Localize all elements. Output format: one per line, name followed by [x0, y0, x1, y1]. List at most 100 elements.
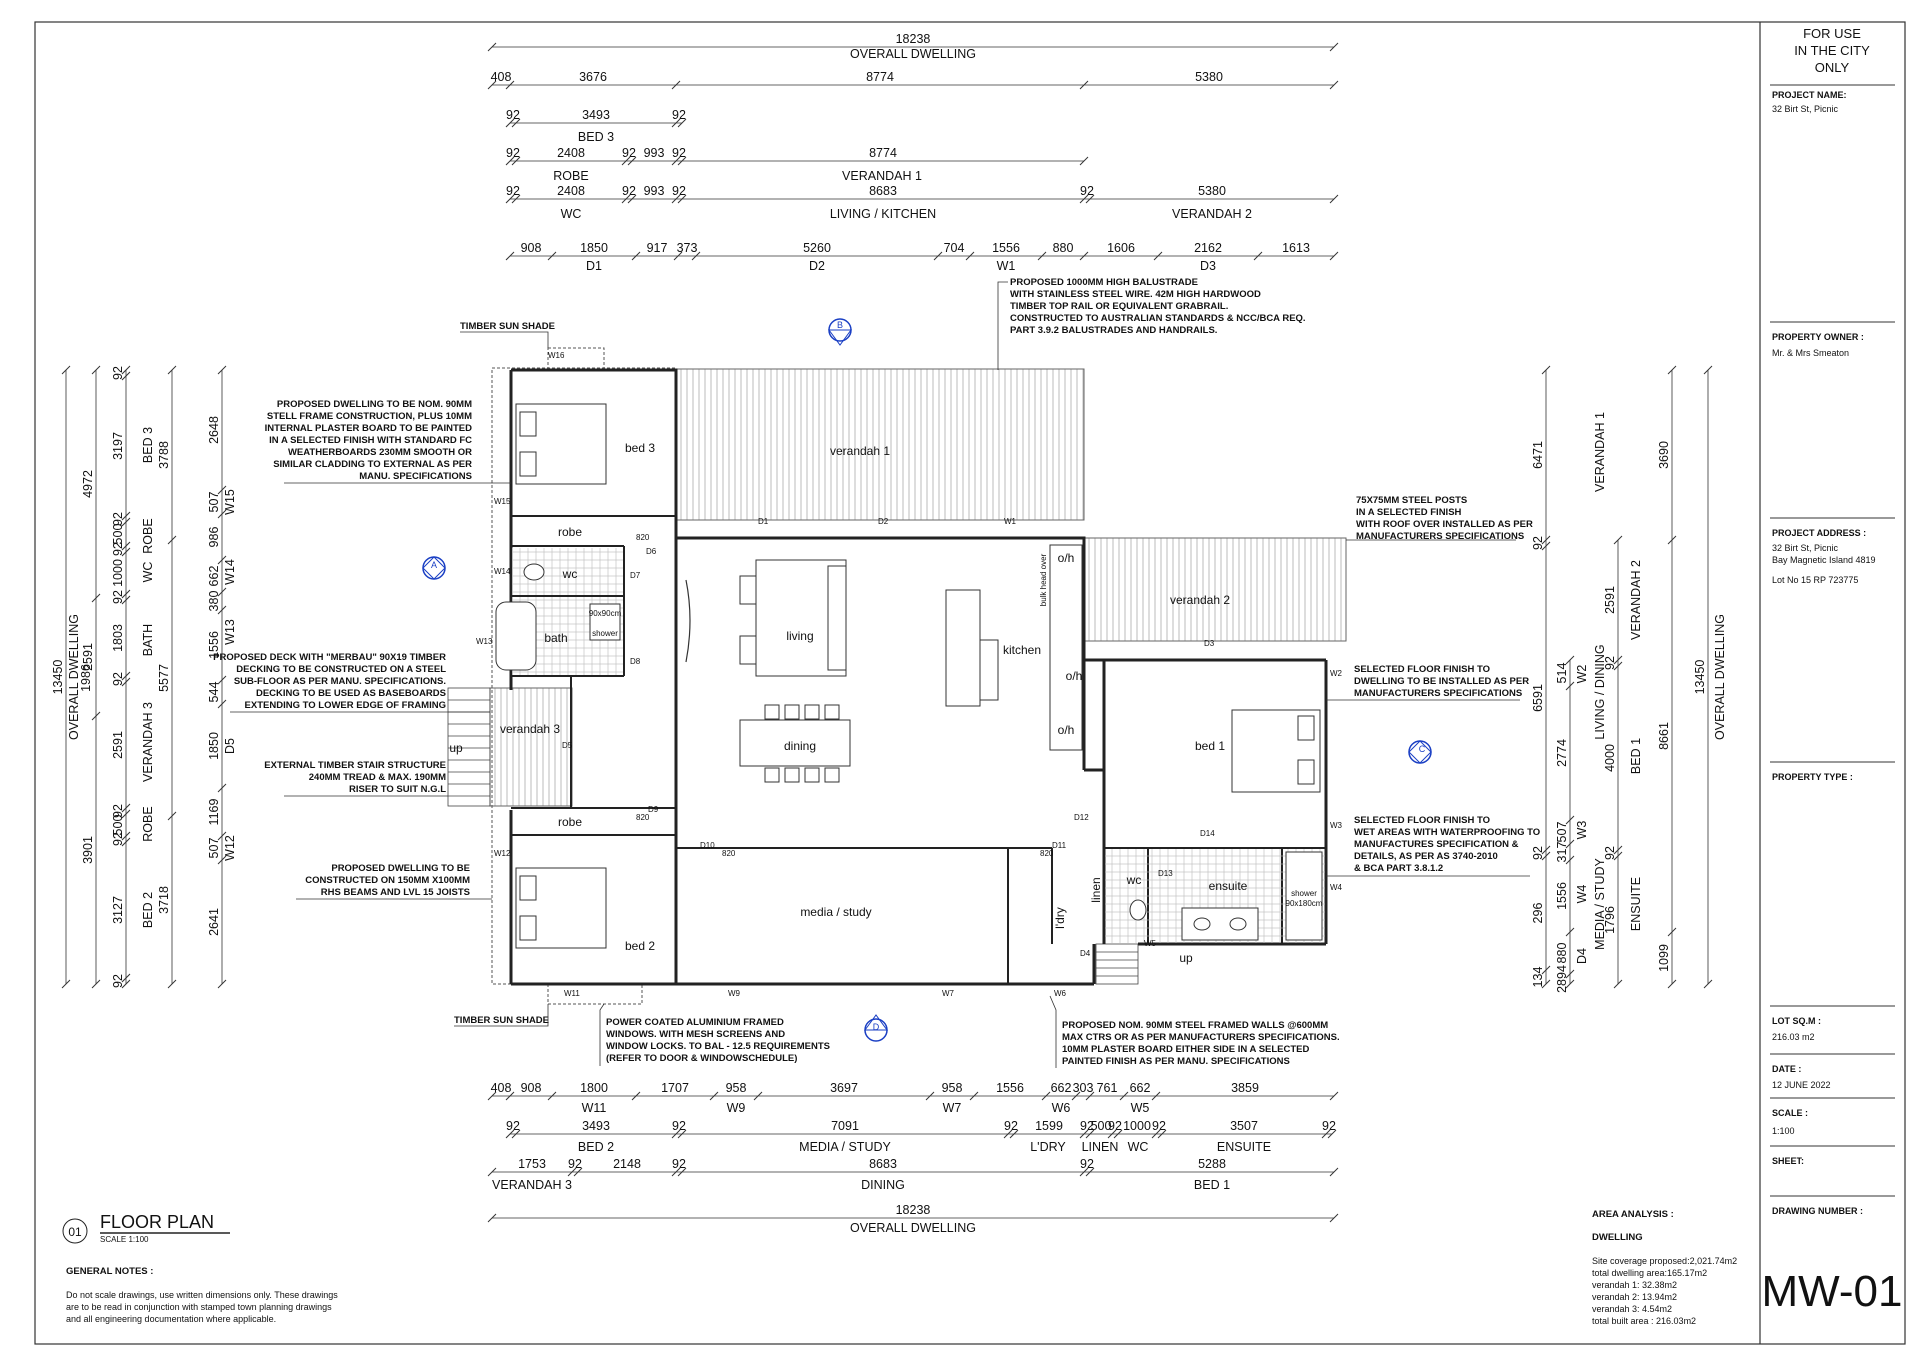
dim-top-r4-tick: [621, 156, 631, 166]
dim-right-c4-value: 92: [1603, 846, 1617, 860]
svg-text:MANUFACTURERS SPECIFICATIONS: MANUFACTURERS SPECIFICATIONS: [1356, 531, 1524, 542]
dim-left-c6-tick: [217, 587, 227, 597]
dim-left-c3-tick: [121, 809, 131, 819]
dim-top-r6-value: 908: [521, 241, 542, 255]
dim-top-r6-tick: [1253, 251, 1263, 261]
dining-table: [739, 719, 851, 767]
dim-top-r3-tick: [677, 118, 687, 128]
door-size-2: 820: [636, 813, 650, 822]
dim-left-c2-value: 3901: [81, 836, 95, 864]
dim-left-c2-value: 4972: [81, 470, 95, 498]
dim-top-r4-value: 92: [622, 146, 636, 160]
dim-right-c1-value: 92: [1531, 536, 1545, 550]
dim-top-r5-tick: [671, 194, 681, 204]
dim-top-r6-tick: [691, 251, 701, 261]
dim-right-c5-label: BED 1: [1629, 738, 1643, 774]
dim-right-c2-value: 317: [1555, 842, 1569, 863]
dim-top-r5-tick: [677, 194, 687, 204]
dim-bot-r2-tick: [505, 1129, 515, 1139]
dim-left-c5-tick: [167, 979, 177, 989]
dim-left-c3-tick: [121, 511, 131, 521]
dim-bot-r2-l2: MEDIA / STUDY: [799, 1140, 891, 1154]
dim-top-overall-tick: [1329, 42, 1339, 52]
svg-text:MANU. SPECIFICATIONS: MANU. SPECIFICATIONS: [359, 471, 472, 482]
svg-text:SELECTED FLOOR FINISH TO: SELECTED FLOOR FINISH TO: [1354, 815, 1490, 826]
dim-bot-r3-value: 92: [672, 1157, 686, 1171]
door-tag-d2: D2: [878, 517, 889, 526]
dim-left-c5-value: 3788: [157, 441, 171, 469]
dim-left-c6-value: 507: [207, 492, 221, 513]
dim-left-c3-tick: [121, 517, 131, 527]
dim-top-r3-tick: [511, 118, 521, 128]
dim-left-c6-tick: [217, 979, 227, 989]
dim-bot-r2-tick: [1151, 1129, 1161, 1139]
dim-left-c2-tick: [91, 593, 101, 603]
dim-left-c6-tick: [217, 699, 227, 709]
svg-text:IN A SELECTED FINISH WITH STAN: IN A SELECTED FINISH WITH STANDARD FC: [269, 435, 472, 446]
dim-top-r6-value: 2162: [1194, 241, 1222, 255]
dim-left-c5-tick: [167, 535, 177, 545]
window-tag-w9: W9: [728, 989, 741, 998]
area-line-1: Site coverage proposed:2,021.74m2: [1592, 1256, 1737, 1266]
dim-left-c1-value: 13450: [51, 660, 65, 695]
svg-text:DETAILS, AS PER AS 3740-2010: DETAILS, AS PER AS 3740-2010: [1354, 851, 1498, 862]
dim-bot-r1-value: 662: [1130, 1081, 1151, 1095]
dim-right-c1-tick: [1541, 845, 1551, 855]
dim-top-r6-tick: [1329, 251, 1339, 261]
dim-right-c2-tick: [1565, 681, 1575, 691]
dim-left-c1-tick: [61, 365, 71, 375]
dim-bot-r1-l1: W11: [582, 1101, 607, 1115]
dim-bot-r1-tick: [631, 1091, 641, 1101]
door-tag-d12: D12: [1074, 813, 1089, 822]
dim-left-c1-tick: [61, 979, 71, 989]
room-oh-2: o/h: [1066, 669, 1083, 683]
dim-right-c2-label: W4: [1575, 885, 1589, 904]
dim-bot-r1-tick: [925, 1091, 935, 1101]
dim-right-c7-tick: [1703, 365, 1713, 375]
room-bulkhead: bulk head over: [1039, 553, 1048, 606]
svg-text:MAX CTRS OR AS PER MANUFACTURE: MAX CTRS OR AS PER MANUFACTURERS SPECIFI…: [1062, 1032, 1340, 1043]
dim-right-c6-tick: [1667, 979, 1677, 989]
dim-top-r5-value: 92: [506, 184, 520, 198]
door-size-3: 820: [722, 849, 736, 858]
dim-bot-r1-value: 408: [491, 1081, 512, 1095]
room-oh-1: o/h: [1058, 551, 1075, 565]
dim-top-r5-value: 92: [1080, 184, 1094, 198]
drawing-number-label: DRAWING NUMBER :: [1772, 1206, 1863, 1216]
dim-bot-r1-value: 958: [726, 1081, 747, 1095]
area-analysis-sub: DWELLING: [1592, 1232, 1643, 1243]
window-tag-w6: W6: [1054, 989, 1067, 998]
floor-plan: [447, 347, 1347, 1005]
dim-bot-r2-value: 92: [1152, 1119, 1166, 1133]
dim-right-c1-value: 6591: [1531, 684, 1545, 712]
room-shower-small-size: 90x90cm: [589, 609, 622, 618]
dim-top-r2-value: 5380: [1195, 70, 1223, 84]
dim-left-c4-label: WC: [141, 562, 155, 583]
note-floor2: SELECTED FLOOR FINISH TO WET AREAS WITH …: [1326, 815, 1540, 877]
dim-right-c6-value: 3690: [1657, 441, 1671, 469]
room-dining: dining: [784, 739, 816, 753]
dim-bot-r2-l5: WC: [1128, 1140, 1149, 1154]
dim-left-c6-tick: [217, 675, 227, 685]
dim-left-c6-value: 380: [207, 591, 221, 612]
dim-bot-r2-value: 1599: [1035, 1119, 1063, 1133]
svg-text:RISER TO SUIT N.G.L: RISER TO SUIT N.G.L: [349, 784, 446, 795]
sun-shade-bottom: [547, 983, 643, 1005]
dim-right-c6-tick: [1667, 365, 1677, 375]
dim-top-r4-value: 2408: [557, 146, 585, 160]
window-tag-w13: W13: [476, 637, 493, 646]
dim-bot-r1-tick: [969, 1091, 979, 1101]
room-bed2: bed 2: [625, 939, 655, 953]
dim-right-c6-value: 1099: [1657, 944, 1671, 972]
svg-text:WITH ROOF OVER INSTALLED AS PE: WITH ROOF OVER INSTALLED AS PER: [1356, 519, 1533, 530]
dim-bot-r1-tick: [1071, 1091, 1081, 1101]
dim-right-c2-label: D4: [1575, 948, 1589, 964]
area-line-4: verandah 2: 13.94m2: [1592, 1292, 1677, 1302]
svg-text:EXTENDING TO LOWER EDGE OF FRA: EXTENDING TO LOWER EDGE OF FRAMING: [245, 700, 446, 711]
dim-bot-r2-value: 7091: [831, 1119, 859, 1133]
dim-bot-r3-value: 1753: [518, 1157, 546, 1171]
svg-text:(REFER TO DOOR & WINDOWSCHEDUL: (REFER TO DOOR & WINDOWSCHEDULE): [606, 1053, 797, 1064]
dim-top-r6-l4: D3: [1200, 259, 1216, 273]
dim-left-c1-label: OVERALL DWELLING: [67, 614, 81, 740]
dim-bot-r2-value: 3493: [582, 1119, 610, 1133]
